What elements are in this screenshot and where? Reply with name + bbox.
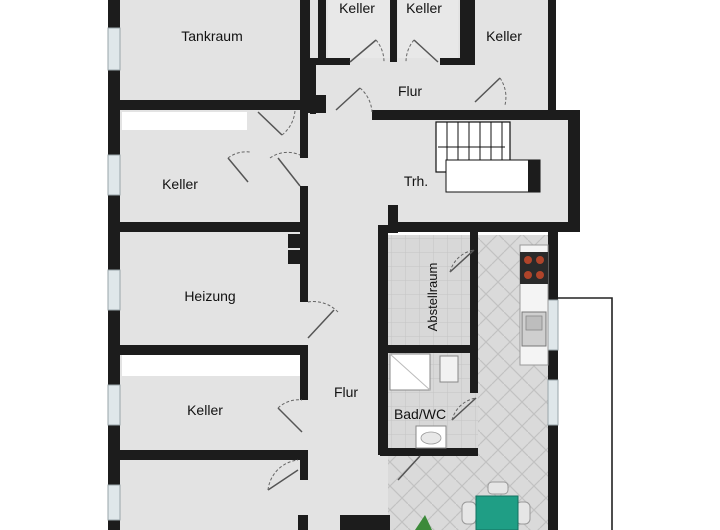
bathroom-fixtures [389,353,459,449]
stairs [435,121,541,193]
room-label-heizung: Heizung [184,288,235,304]
room-label-treppenhaus: Trh. [404,173,428,189]
room-label-keller-left-1: Keller [162,176,198,192]
room-label-abstellraum: Abstellraum [425,263,440,332]
room-label-keller-left-2: Keller [187,402,223,418]
room-label-flur-main: Flur [334,384,358,400]
room-label-keller-top-2: Keller [406,0,442,16]
room-label-bad-wc: Bad/WC [394,406,446,422]
room-label-keller-top-3: Keller [486,28,522,44]
dining-table [415,481,531,530]
room-label-flur-top: Flur [398,83,422,99]
doors [227,39,507,491]
room-label-tankraum: Tankraum [181,28,242,44]
windows [107,27,559,521]
kitchen-fixtures [519,244,549,366]
room-label-keller-top-1: Keller [339,0,375,16]
exterior-outline [558,297,613,530]
